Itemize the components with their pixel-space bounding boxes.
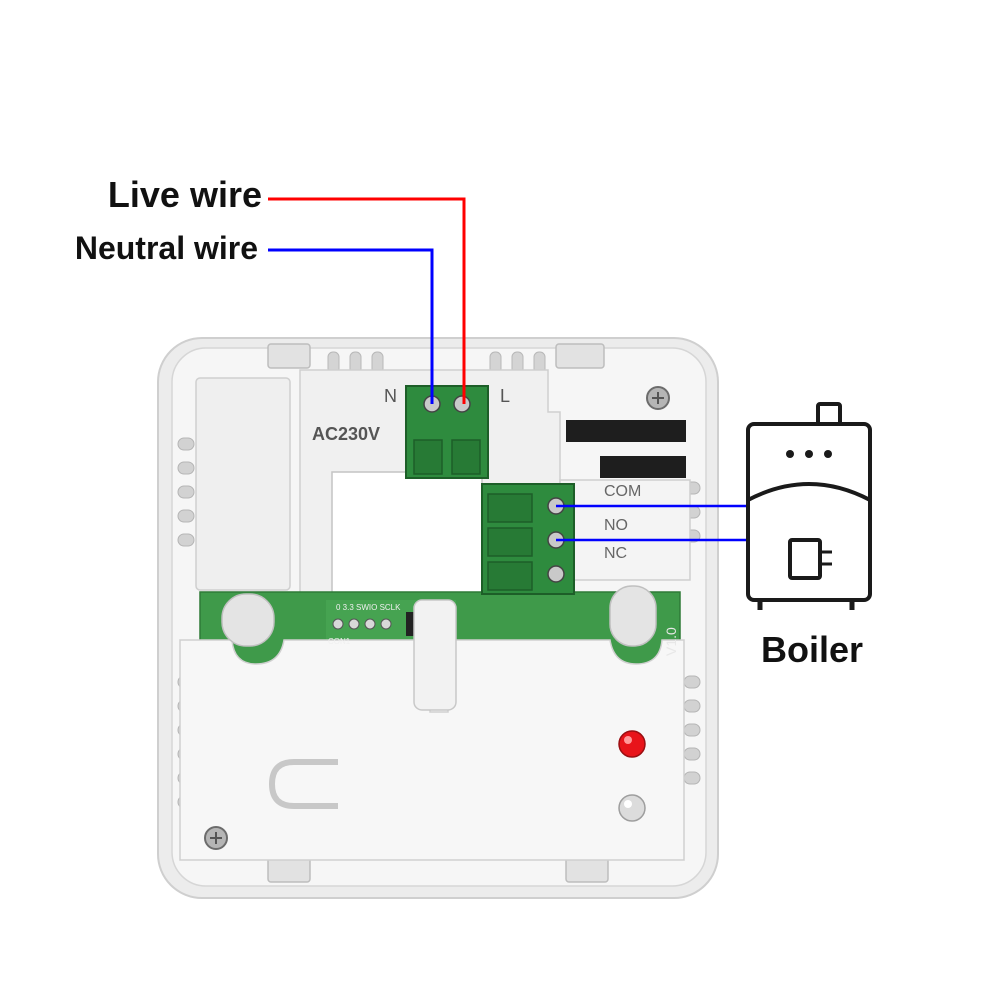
com-label: COM <box>604 483 641 500</box>
screw-icon-bottom <box>204 826 228 850</box>
neutral-wire-line <box>268 248 434 404</box>
live-terminal-label: L <box>500 386 510 406</box>
led-red <box>618 730 646 758</box>
live-wire-label: Live wire <box>108 174 262 215</box>
power-terminal-block <box>405 385 489 479</box>
no-label: NO <box>604 517 628 534</box>
pcb-connector-label: CON1 <box>328 637 351 646</box>
pcb-pins-label: 0 3.3 SWIO SCLK <box>336 603 401 612</box>
nc-label: NC <box>604 545 627 562</box>
live-wire-line <box>268 197 466 404</box>
neutral-terminal-label: N <box>384 386 397 406</box>
voltage-label: AC230V <box>312 424 380 444</box>
version-label: V1.0 <box>663 627 679 656</box>
boiler-icon <box>746 402 872 610</box>
neutral-wire-label: Neutral wire <box>75 230 258 266</box>
boiler-label: Boiler <box>761 629 863 670</box>
led-clear <box>618 794 646 822</box>
thermostat-back-plate <box>157 337 719 899</box>
screw-icon-top <box>646 386 670 410</box>
